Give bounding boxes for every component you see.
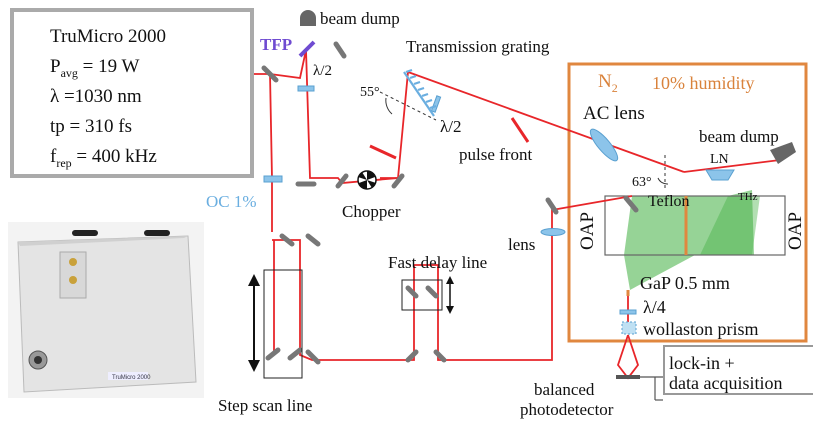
beam-dump-top-label: beam dump [320, 9, 400, 28]
beam-dump-right-icon [770, 142, 796, 164]
ac-lens [589, 128, 619, 162]
mirror [305, 349, 321, 365]
quarter-wave-label: λ/4 [643, 297, 666, 317]
mirror [623, 195, 639, 213]
quarter-wave-plate [619, 309, 637, 315]
n2-sub: 2 [611, 80, 618, 95]
thz-beam-upper [624, 190, 754, 255]
thz-label: THz [738, 191, 758, 203]
half-wave-plate-2 [430, 95, 442, 113]
pulse-front-label: pulse front [459, 145, 533, 164]
beam-dump-top-icon [300, 10, 316, 26]
laser-brand-badge [108, 372, 148, 380]
wollaston-label: wollaston prism [643, 319, 759, 339]
transmission-grating-label: Transmission grating [406, 37, 550, 56]
balanced-label: balanced [534, 380, 595, 399]
mirror [305, 233, 321, 247]
spec-rep-prefix: f [50, 146, 57, 167]
tfp-polarizer [298, 40, 316, 58]
lockin-label-2: data acquisition [669, 373, 783, 393]
mirror [287, 347, 303, 361]
half-wave-2-label: λ/2 [440, 117, 462, 136]
photodetector-label: photodetector [520, 400, 614, 419]
beam-dump-right-label: beam dump [699, 127, 779, 146]
laser-spec-box: TruMicro 2000 Pavg = 19 W λ =1030 nm tp … [10, 8, 254, 178]
ln-crystal [705, 169, 735, 181]
angle-55-label: 55° [360, 85, 380, 100]
pulse-front-mark [510, 117, 530, 143]
chopper-label: Chopper [342, 202, 401, 221]
fast-delay-box [401, 279, 443, 311]
step-scan-box [263, 269, 303, 379]
laser-device-image: TruMicro 2000 [8, 222, 204, 398]
oc-label: OC 1% [206, 192, 257, 211]
spec-power: Pavg = 19 W [50, 56, 139, 81]
mirror [405, 349, 419, 363]
pulse-front-mark-2 [369, 144, 397, 160]
half-wave-plate-1 [297, 85, 315, 92]
n2-label: N2 [598, 72, 618, 94]
mirror [425, 285, 439, 299]
mirror [261, 65, 279, 83]
humidity-label: 10% humidity [652, 73, 755, 93]
ln-label: LN [710, 152, 729, 167]
lockin-box: lock-in + data acquisition [663, 345, 813, 395]
mirror [335, 173, 349, 189]
spec-model: TruMicro 2000 [50, 26, 166, 47]
mirror [391, 173, 405, 189]
balanced-photodetector [616, 375, 640, 379]
spec-power-sub: avg [60, 65, 78, 80]
laser-device-label: TruMicro 2000 [112, 375, 151, 381]
mirror [333, 41, 347, 59]
n2-base: N [598, 71, 612, 92]
blue-optics [263, 85, 637, 315]
gap-label: GaP 0.5 mm [640, 273, 730, 293]
oap-left-label: OAP [577, 211, 598, 250]
mirrors [261, 41, 639, 365]
fast-delay-line-label: Fast delay line [388, 253, 488, 272]
grating-normal [379, 91, 437, 121]
oap-box [604, 195, 786, 256]
angle-63-label: 63° [632, 175, 652, 190]
teflon-label: Teflon [648, 193, 690, 210]
angle-55-arc [385, 97, 393, 115]
mirror [545, 197, 559, 215]
step-scan-line-label: Step scan line [218, 396, 313, 415]
lockin-label-1: lock-in + [669, 353, 735, 373]
n2-chamber [567, 62, 808, 343]
ac-lens-label: AC lens [583, 103, 645, 124]
thz-beam-right [700, 196, 760, 255]
spec-pulse-duration: tp = 310 fs [50, 116, 132, 137]
lens-label: lens [508, 235, 536, 254]
angle-63-arc [657, 177, 669, 185]
half-wave-1-label: λ/2 [313, 63, 332, 79]
tfp-label: TFP [260, 35, 293, 54]
spec-rep-rate: frep = 400 kHz [50, 146, 157, 171]
mirror [433, 349, 447, 363]
oap-right-label: OAP [785, 211, 806, 250]
output-coupler [263, 175, 283, 183]
spec-rep-value: = 400 kHz [71, 146, 157, 167]
spec-wavelength: λ =1030 nm [50, 86, 142, 107]
mirror [279, 233, 295, 247]
mirror [405, 285, 419, 299]
transmission-grating [403, 68, 437, 117]
spec-power-prefix: P [50, 56, 61, 77]
spec-power-value: = 19 W [77, 56, 140, 77]
mirror [265, 347, 281, 361]
wollaston-prism [621, 321, 637, 335]
thz-beam-lower [624, 255, 695, 290]
spec-rep-sub: rep [56, 155, 72, 170]
lens [540, 228, 566, 236]
